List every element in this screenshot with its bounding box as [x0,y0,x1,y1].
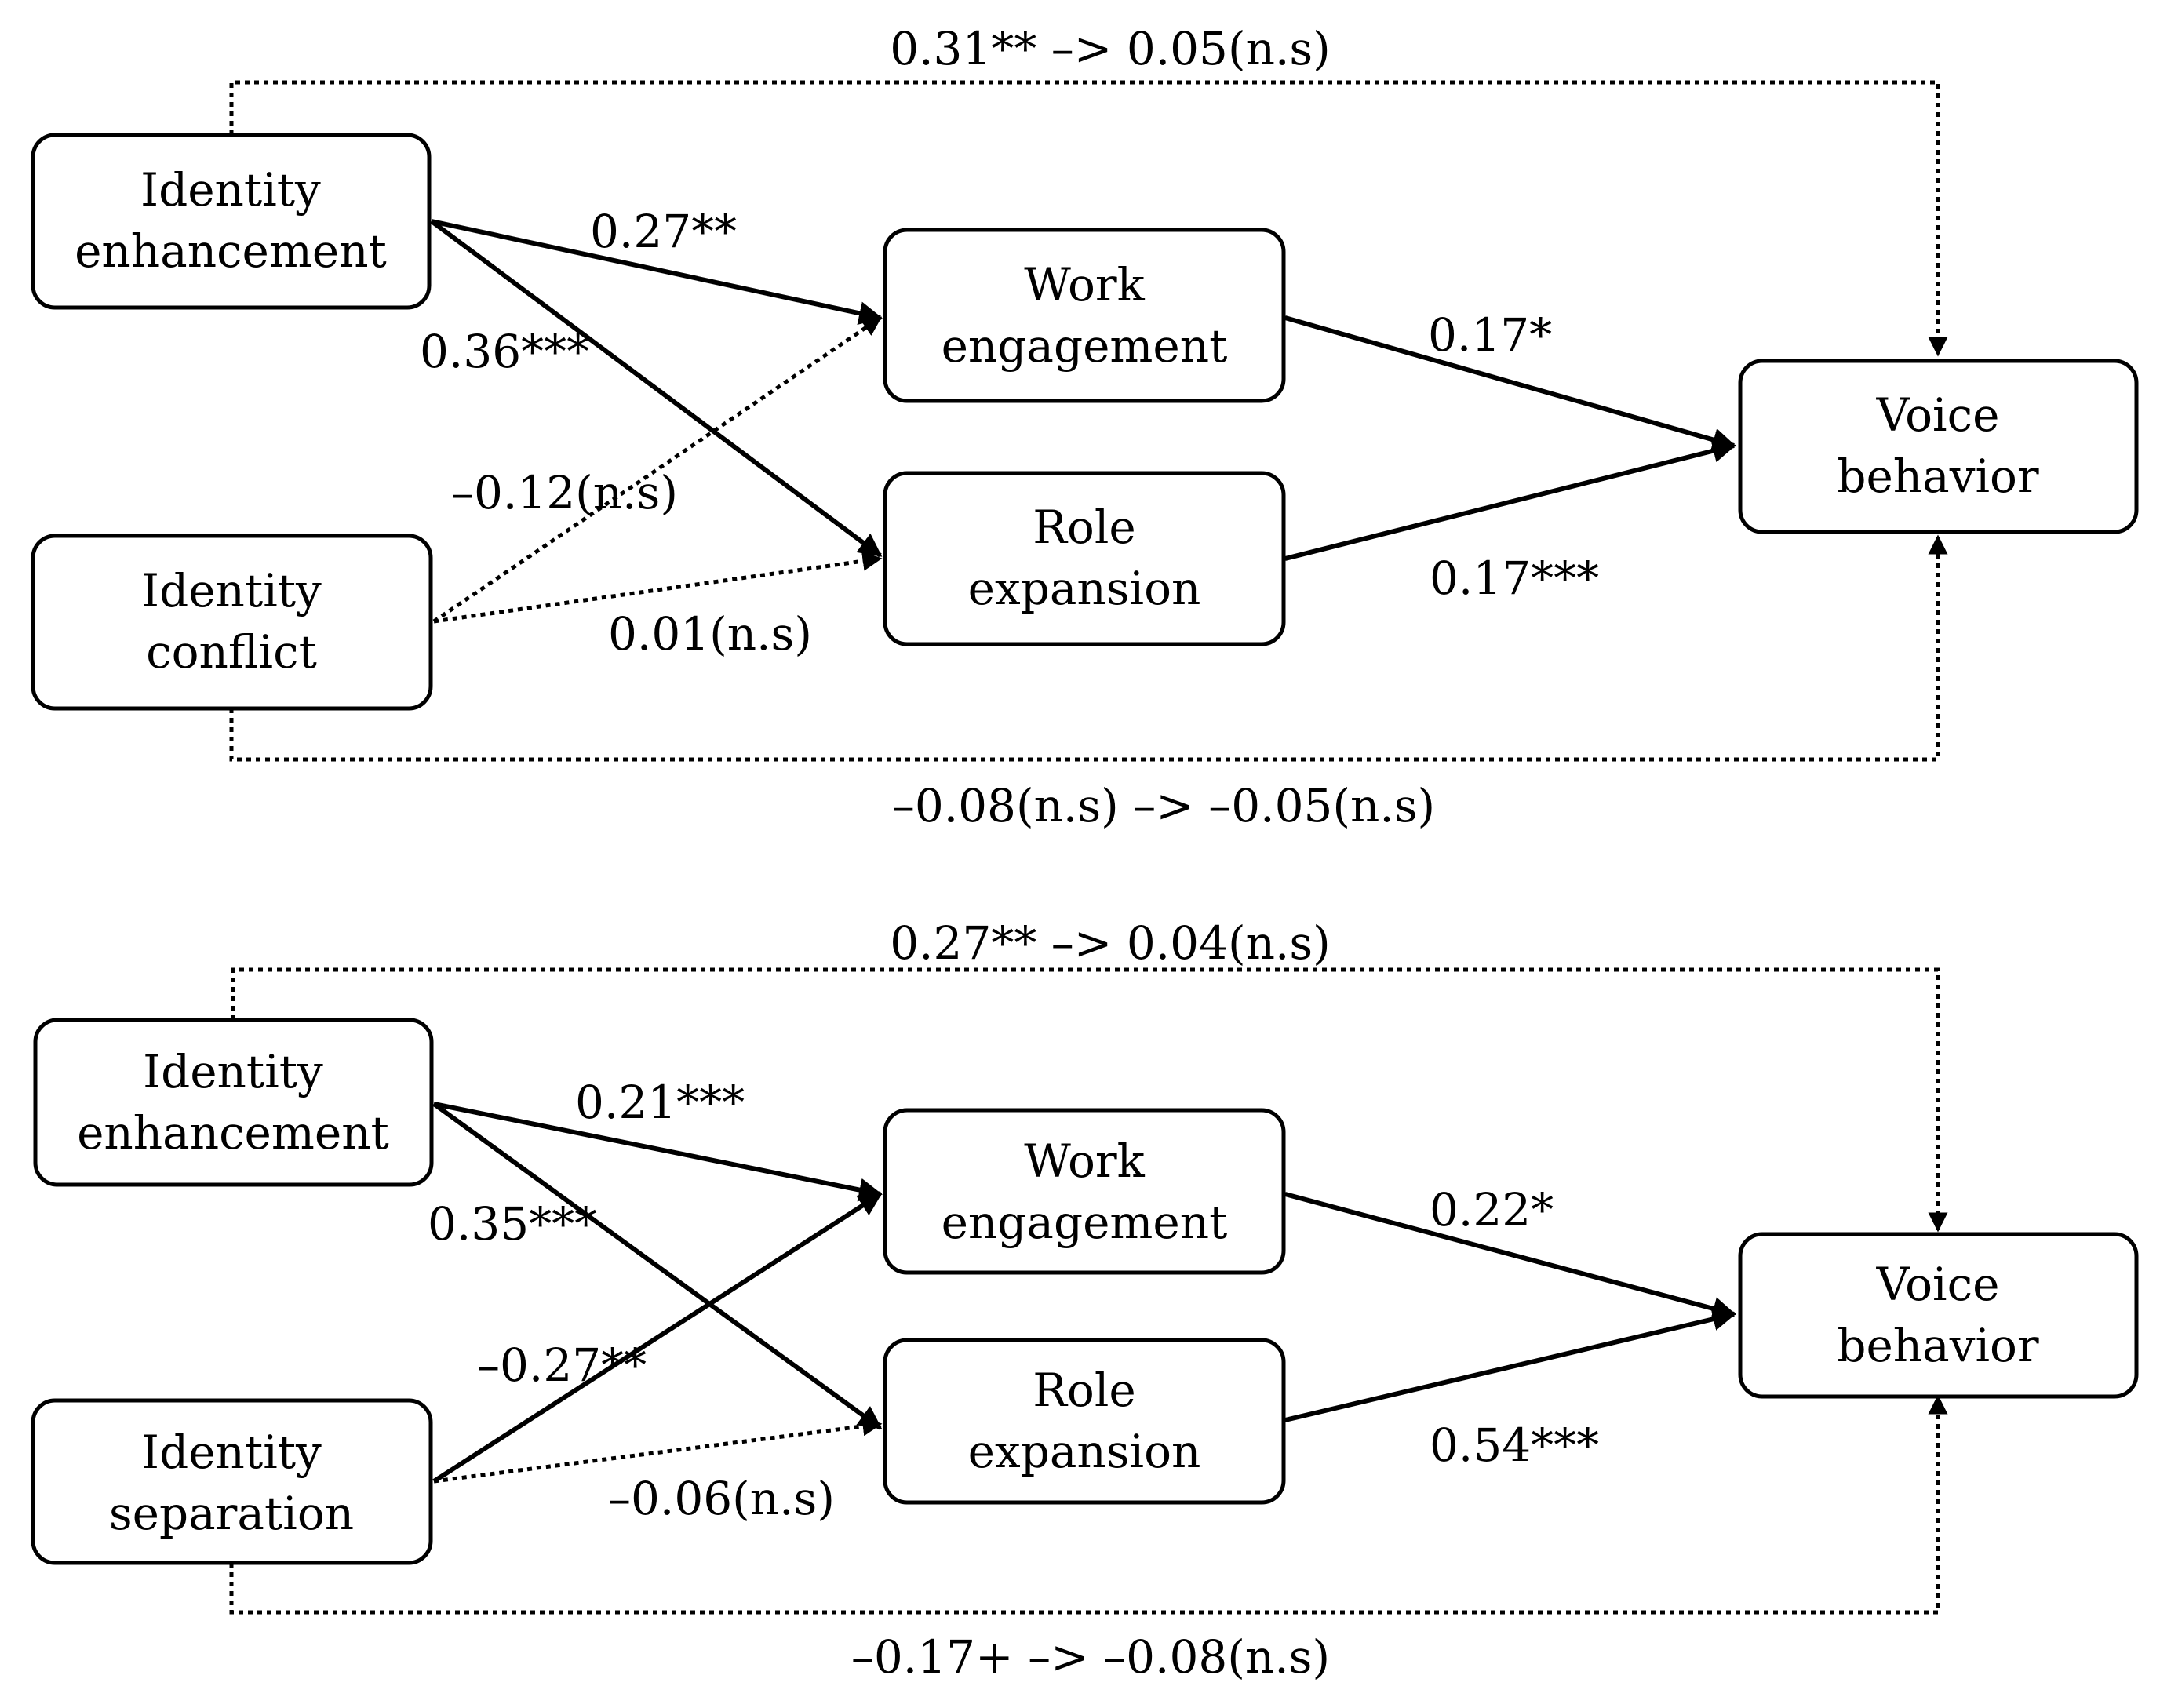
panel2-m1-to-y-arrow [1284,1192,1736,1320]
panel1-m2-label-line1: Role [1033,501,1135,554]
panel2-m1-label-line1: Work [1024,1134,1145,1188]
panel2-y-label-line2: behavior [1837,1319,2039,1372]
panel1-top-direct-path [229,80,1948,357]
panel-1: Identity enhancement Identity conflict W… [31,22,2139,832]
panel1-x1-m1-coef: 0.27** [590,205,737,258]
panel2-x2-label-line1: Identity [141,1426,322,1479]
panel2-identity-separation-box: Identity separation [31,1398,433,1565]
panel1-x1-label-line2: enhancement [75,224,387,278]
panel2-m2-label-line2: expansion [968,1425,1201,1478]
panel1-x1-label-line1: Identity [140,163,321,217]
panel1-m2-label-line2: expansion [968,562,1201,615]
panel1-m1-label-line1: Work [1024,258,1145,311]
panel2-m2-to-y-arrow [1284,1307,1736,1422]
panel2-x2-to-m1-arrow [432,1192,883,1484]
panel1-m1-y-coef: 0.17* [1428,308,1552,362]
panel1-y-label-line1: Voice [1876,388,2000,442]
panel1-x1-m2-coef: 0.36*** [420,325,589,378]
panel1-role-expansion-box: Role expansion [883,471,1286,646]
panel2-bottom-direct-coef: –0.17+ –> –0.08(n.s) [851,1630,1330,1684]
panel1-voice-behavior-box: Voice behavior [1738,359,2139,534]
panel2-m1-label-line2: engagement [942,1196,1228,1249]
panel1-x1-to-m1-arrow [431,219,883,325]
panel-2: Identity enhancement Identity separation… [31,916,2139,1684]
panel2-work-engagement-box: Work engagement [883,1108,1286,1275]
panel1-m2-y-coef: 0.17*** [1430,552,1599,605]
panel2-m2-y-coef: 0.54*** [1430,1418,1599,1472]
panel2-x1-label-line2: enhancement [77,1106,389,1160]
panel2-m2-label-line1: Role [1033,1364,1135,1417]
panel1-identity-conflict-box: Identity conflict [31,534,433,711]
panel1-top-direct-coef: 0.31** –> 0.05(n.s) [890,22,1331,75]
panel1-work-engagement-box: Work engagement [883,228,1286,403]
panel1-m1-to-y-arrow [1284,315,1736,452]
panel1-bottom-direct-path [229,534,1948,762]
panel2-x1-label-line1: Identity [143,1045,323,1098]
panel1-m2-to-y-arrow [1284,439,1736,561]
panel2-top-direct-path [231,967,1948,1233]
panel1-x2-m1-coef: –0.12(n.s) [451,466,678,519]
panel1-x1-to-m2-arrow [430,219,883,558]
panel2-x1-to-m1-arrow [433,1102,883,1202]
panel1-bottom-direct-coef: –0.08(n.s) –> –0.05(n.s) [892,779,1435,832]
panel2-x2-label-line2: separation [109,1487,354,1540]
panel2-x2-m2-coef: –0.06(n.s) [608,1472,835,1525]
panel2-top-direct-coef: 0.27** –> 0.04(n.s) [890,916,1331,970]
panel1-x2-label-line2: conflict [146,625,317,679]
panel2-y-label-line1: Voice [1876,1258,2000,1311]
panel1-identity-enhancement-box: Identity enhancement [31,133,432,310]
panel1-x2-m2-coef: 0.01(n.s) [608,607,812,661]
panel2-voice-behavior-box: Voice behavior [1738,1232,2139,1399]
panel1-m1-label-line2: engagement [942,319,1228,373]
panel2-x1-m2-coef: 0.35*** [428,1197,597,1251]
panel2-x2-m1-coef: –0.27** [477,1338,647,1392]
panel2-role-expansion-box: Role expansion [883,1338,1286,1505]
panel2-identity-enhancement-box: Identity enhancement [33,1018,434,1187]
panel1-y-label-line2: behavior [1837,450,2039,503]
panel1-x2-label-line1: Identity [141,564,322,617]
panel2-x1-m1-coef: 0.21*** [575,1076,745,1129]
panel2-x1-to-m2-arrow [432,1102,883,1430]
panel2-m1-y-coef: 0.22* [1430,1183,1554,1236]
